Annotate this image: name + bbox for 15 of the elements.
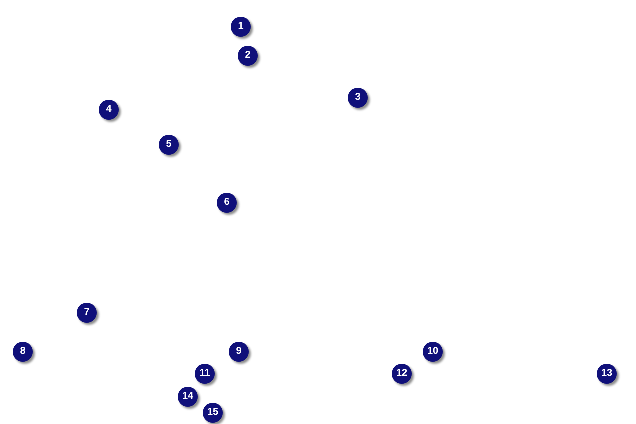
callout-number: 4 xyxy=(99,100,119,120)
callout-number: 2 xyxy=(238,46,258,66)
callout-number: 7 xyxy=(77,303,97,323)
callout-number: 14 xyxy=(178,387,198,407)
callout-number: 10 xyxy=(423,342,443,362)
callout-number: 5 xyxy=(159,135,179,155)
callout-number: 8 xyxy=(13,342,33,362)
callout-number: 15 xyxy=(203,403,223,423)
callout-number: 12 xyxy=(392,364,412,384)
callout-number: 11 xyxy=(195,364,215,384)
callout-number: 13 xyxy=(597,364,617,384)
callout-number: 9 xyxy=(229,342,249,362)
callout-number: 3 xyxy=(348,88,368,108)
callout-number: 1 xyxy=(231,17,251,37)
callout-number: 6 xyxy=(217,193,237,213)
